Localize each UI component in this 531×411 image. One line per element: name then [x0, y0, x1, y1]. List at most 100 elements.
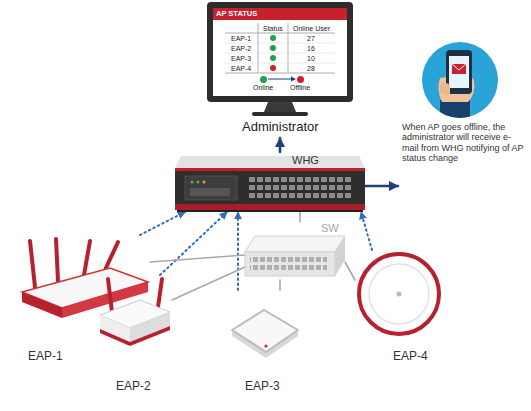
node-label: EAP-2	[116, 380, 151, 394]
access-point-device-part	[158, 279, 162, 307]
monitor-icon-part	[225, 73, 335, 74]
switch-device-part	[245, 236, 345, 252]
monitor-icon-part	[225, 43, 335, 44]
table-cell: 16	[307, 45, 315, 52]
node-label: EAP-1	[28, 350, 63, 364]
phone-icon-part	[452, 64, 466, 70]
ap-node: EAP-3	[222, 290, 300, 372]
phone-icon	[422, 42, 498, 120]
table-cell: 10	[307, 55, 315, 62]
monitor-icon-part	[270, 55, 276, 61]
switch-device	[245, 236, 345, 276]
legend-label: Online	[253, 84, 273, 91]
monitor-icon-part	[225, 53, 335, 54]
ceiling-ap-device-part	[232, 310, 298, 352]
access-point-device	[100, 279, 170, 346]
switch-device-part	[335, 236, 345, 276]
round-ap-device-part	[397, 292, 402, 297]
round-ap-device-part	[359, 254, 439, 334]
legend-swatch	[260, 76, 267, 83]
monitor-icon-part	[288, 23, 289, 73]
whg-device-part	[190, 188, 230, 196]
gateway-node: WHG	[175, 152, 365, 212]
phone-icon-part-part	[440, 100, 470, 120]
table-cell: EAP-4	[231, 65, 251, 72]
router-device-part	[30, 241, 35, 287]
whg-device-part	[197, 181, 200, 184]
ap-node: EAP-2	[98, 275, 172, 350]
router-device-part	[22, 292, 62, 318]
table-cell: EAP-1	[231, 35, 251, 42]
monitor-icon-part	[270, 35, 276, 41]
table-cell: Online User	[293, 25, 330, 32]
whg-device-part	[248, 176, 352, 200]
legend-label: Offline	[290, 84, 310, 91]
access-point-device-part	[108, 279, 112, 312]
connector	[299, 212, 301, 222]
router-device-part	[84, 241, 90, 275]
round-ap-device	[359, 254, 439, 334]
node-label: EAP-3	[245, 380, 280, 394]
node-label: EAP-4	[393, 350, 428, 364]
whg-device-part	[177, 210, 363, 212]
whg-device-part	[191, 181, 194, 184]
table-cell: EAP-2	[231, 45, 251, 52]
table-cell: 28	[307, 65, 315, 72]
ceiling-ap-device-part	[264, 344, 267, 347]
ap-node: EAP-1	[18, 235, 150, 322]
monitor-icon-part	[268, 79, 293, 80]
connector	[279, 138, 282, 152]
monitor-icon-part	[258, 23, 259, 73]
whg-device-part	[175, 168, 365, 171]
screen-title: AP STATUS	[216, 10, 257, 18]
monitor-icon-part	[225, 33, 335, 34]
connector	[361, 212, 372, 250]
node-label: SW	[321, 222, 339, 235]
whg-device	[175, 156, 365, 212]
connector	[150, 255, 245, 262]
switch-node: SW	[245, 222, 345, 280]
whg-device-part	[175, 168, 365, 206]
switch-device-part	[245, 252, 335, 276]
monitor-icon-part	[264, 102, 296, 112]
table-cell: EAP-3	[231, 55, 251, 62]
whg-device-part	[175, 204, 365, 210]
monitor-icon-part	[213, 8, 347, 96]
legend-swatch	[297, 76, 304, 83]
connector	[365, 185, 398, 188]
phone-icon-part	[452, 64, 466, 74]
monitor-icon-part	[225, 63, 335, 64]
connector	[345, 262, 355, 280]
router-device-part	[56, 239, 58, 281]
round-ap-device-part	[369, 264, 429, 324]
monitor-icon-part	[213, 8, 347, 20]
table-cell: Status	[263, 25, 283, 32]
node-label: WHG	[292, 154, 319, 167]
whg-device-part	[175, 156, 365, 168]
monitor-node: Administrator	[205, 0, 355, 138]
connector	[140, 212, 185, 235]
connector	[279, 280, 281, 290]
monitor-icon-part	[270, 45, 276, 51]
connector	[160, 212, 227, 275]
monitor-icon-part	[291, 77, 296, 82]
ceiling-ap-device	[232, 310, 298, 358]
switch-device-part	[250, 256, 327, 272]
whg-device-part	[185, 176, 237, 200]
monitor-icon-part	[252, 112, 308, 116]
monitor-icon-part	[207, 2, 353, 102]
monitor-icon-part	[270, 65, 276, 71]
caption-text: When AP goes offline, the administrator …	[402, 122, 524, 163]
node-label: Administrator	[242, 120, 319, 135]
phone-icon-part	[449, 56, 469, 88]
monitor-icon	[207, 2, 353, 116]
router-device-part	[105, 242, 118, 270]
table-cell: 27	[307, 35, 315, 42]
connector	[172, 267, 245, 300]
phone-node: When AP goes offline, the administrator …	[398, 40, 526, 195]
phone-icon-part	[440, 82, 450, 94]
